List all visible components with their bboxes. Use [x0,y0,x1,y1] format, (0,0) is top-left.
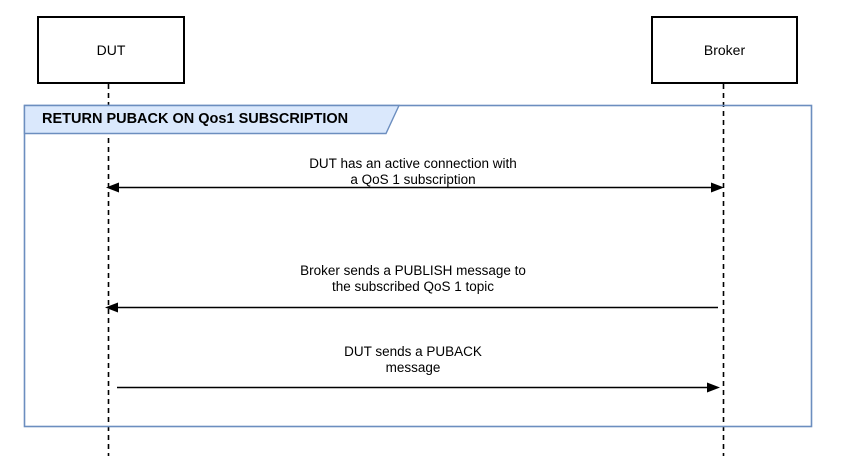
frame-title: RETURN PUBACK ON Qos1 SUBSCRIPTION [42,111,349,127]
actor-box-dut: DUT [37,16,185,84]
frame-border [23,104,813,428]
actor-label-broker: Broker [703,42,746,58]
message3-label: DUT sends a PUBACK message [153,344,673,376]
message1-label: DUT has an active connection with a QoS … [153,156,673,188]
actor-label-dut: DUT [96,42,126,58]
actor-box-broker: Broker [651,16,798,84]
message3-label-line1: DUT sends a PUBACK [344,344,482,359]
message2-arrowhead-left [105,302,118,313]
message2-label-line1: Broker sends a PUBLISH message to [300,263,526,278]
message1-label-line2: a QoS 1 subscription [350,172,476,187]
message1-label-line1: DUT has an active connection with [309,156,517,171]
frame-label-tab [23,104,401,135]
message1-arrowhead-left [106,182,119,193]
message1-arrowhead-right [711,182,724,193]
message2-label-line2: the subscribed QoS 1 topic [331,279,495,294]
message2-label: Broker sends a PUBLISH message to the su… [153,263,673,295]
message3-arrowhead-right [707,382,720,393]
message3-label-line2: message [385,360,441,375]
